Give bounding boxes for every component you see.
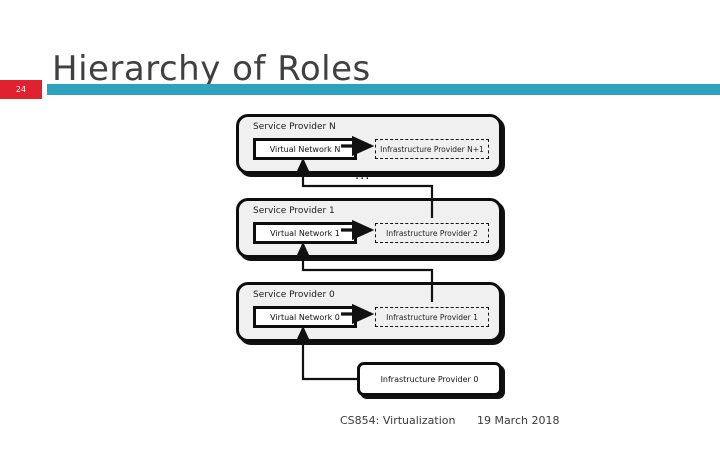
- service-provider-label: Service Provider N: [253, 122, 336, 132]
- virtual-network-box-n: Virtual Network N: [253, 138, 357, 160]
- service-provider-group-n: Service Provider N Virtual Network N Inf…: [236, 114, 502, 174]
- header-accent-bar: [47, 84, 720, 95]
- virtual-network-box-1: Virtual Network 1: [253, 222, 357, 244]
- service-provider-group-0: Service Provider 0 Virtual Network 0 Inf…: [236, 282, 502, 342]
- infrastructure-provider-box-n-plus-1: Infrastructure Provider N+1: [375, 139, 489, 159]
- infrastructure-provider-box-0: Infrastructure Provider 0: [357, 362, 502, 396]
- footer-date: 19 March 2018: [476, 414, 560, 427]
- service-provider-group-1: Service Provider 1 Virtual Network 1 Inf…: [236, 198, 502, 258]
- service-provider-label: Service Provider 0: [253, 290, 335, 300]
- virtual-network-box-0: Virtual Network 0: [253, 306, 357, 328]
- slide-number-badge: 24: [0, 80, 42, 99]
- slide-footer: CS854: Virtualization 19 March 2018: [340, 414, 559, 427]
- ellipsis-label: ...: [355, 168, 371, 183]
- infrastructure-provider-box-1: Infrastructure Provider 1: [375, 307, 489, 327]
- page-title: Hierarchy of Roles: [52, 48, 371, 89]
- service-provider-label: Service Provider 1: [253, 206, 335, 216]
- infrastructure-provider-box-2: Infrastructure Provider 2: [375, 223, 489, 243]
- footer-course: CS854: Virtualization: [340, 414, 456, 427]
